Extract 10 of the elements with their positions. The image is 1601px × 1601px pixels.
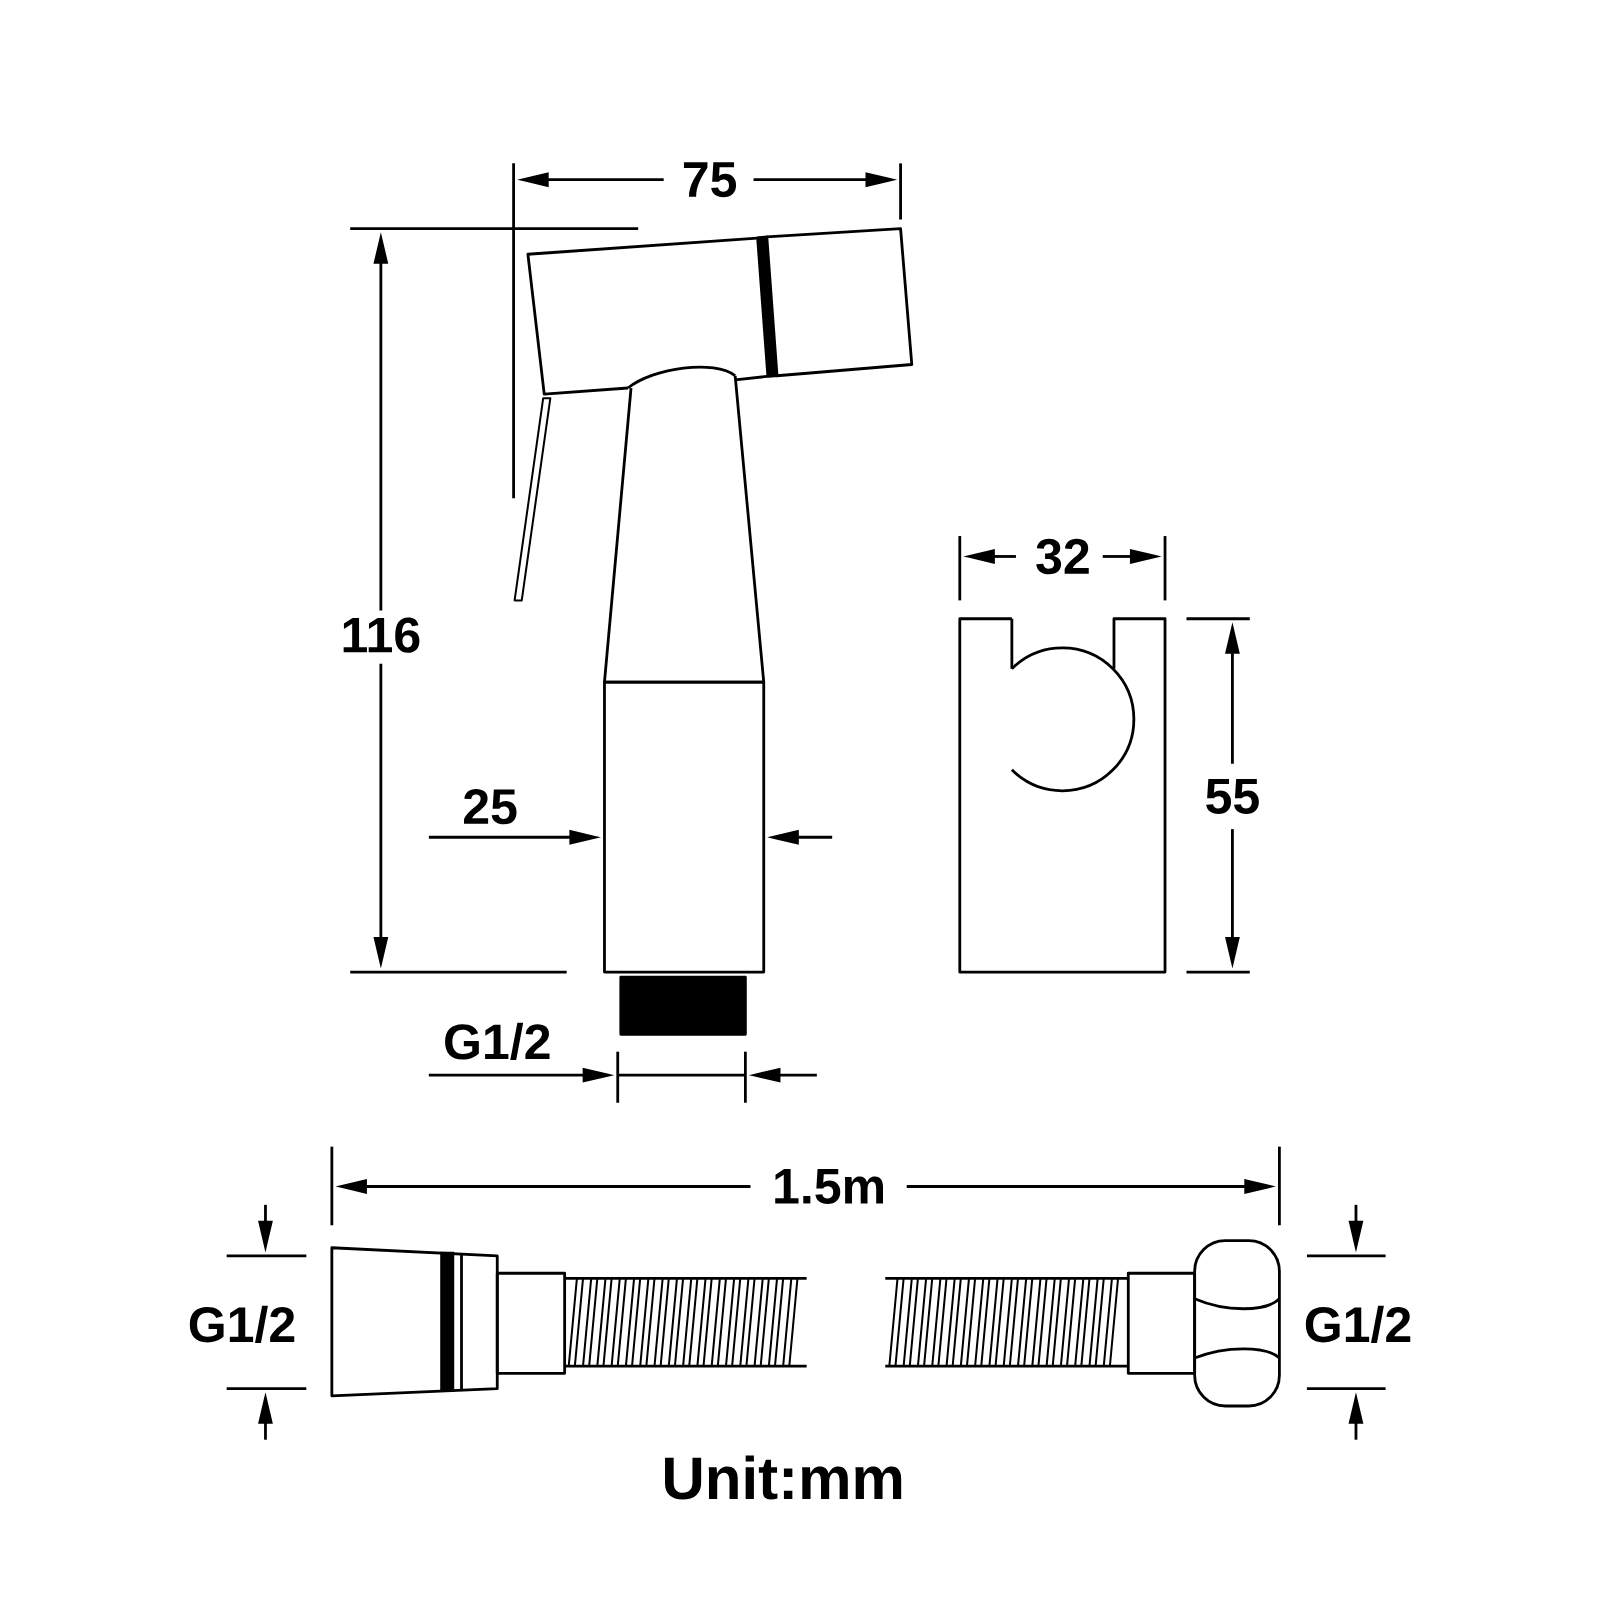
dimension-label: G1/2 — [189, 1305, 295, 1343]
dimension-label: G1/2 — [1305, 1305, 1411, 1343]
dimension-label: 75 — [683, 162, 737, 198]
unit-note: Unit:mm — [665, 1455, 902, 1500]
dimension-label: G1/2 — [445, 1022, 550, 1061]
dimension-label: 25 — [464, 788, 517, 825]
dimension-label: 55 — [1206, 778, 1259, 814]
dimension-label: 116 — [343, 617, 420, 653]
dimension-label: 32 — [1036, 538, 1089, 575]
dimension-label: 1.5m — [775, 1169, 883, 1204]
